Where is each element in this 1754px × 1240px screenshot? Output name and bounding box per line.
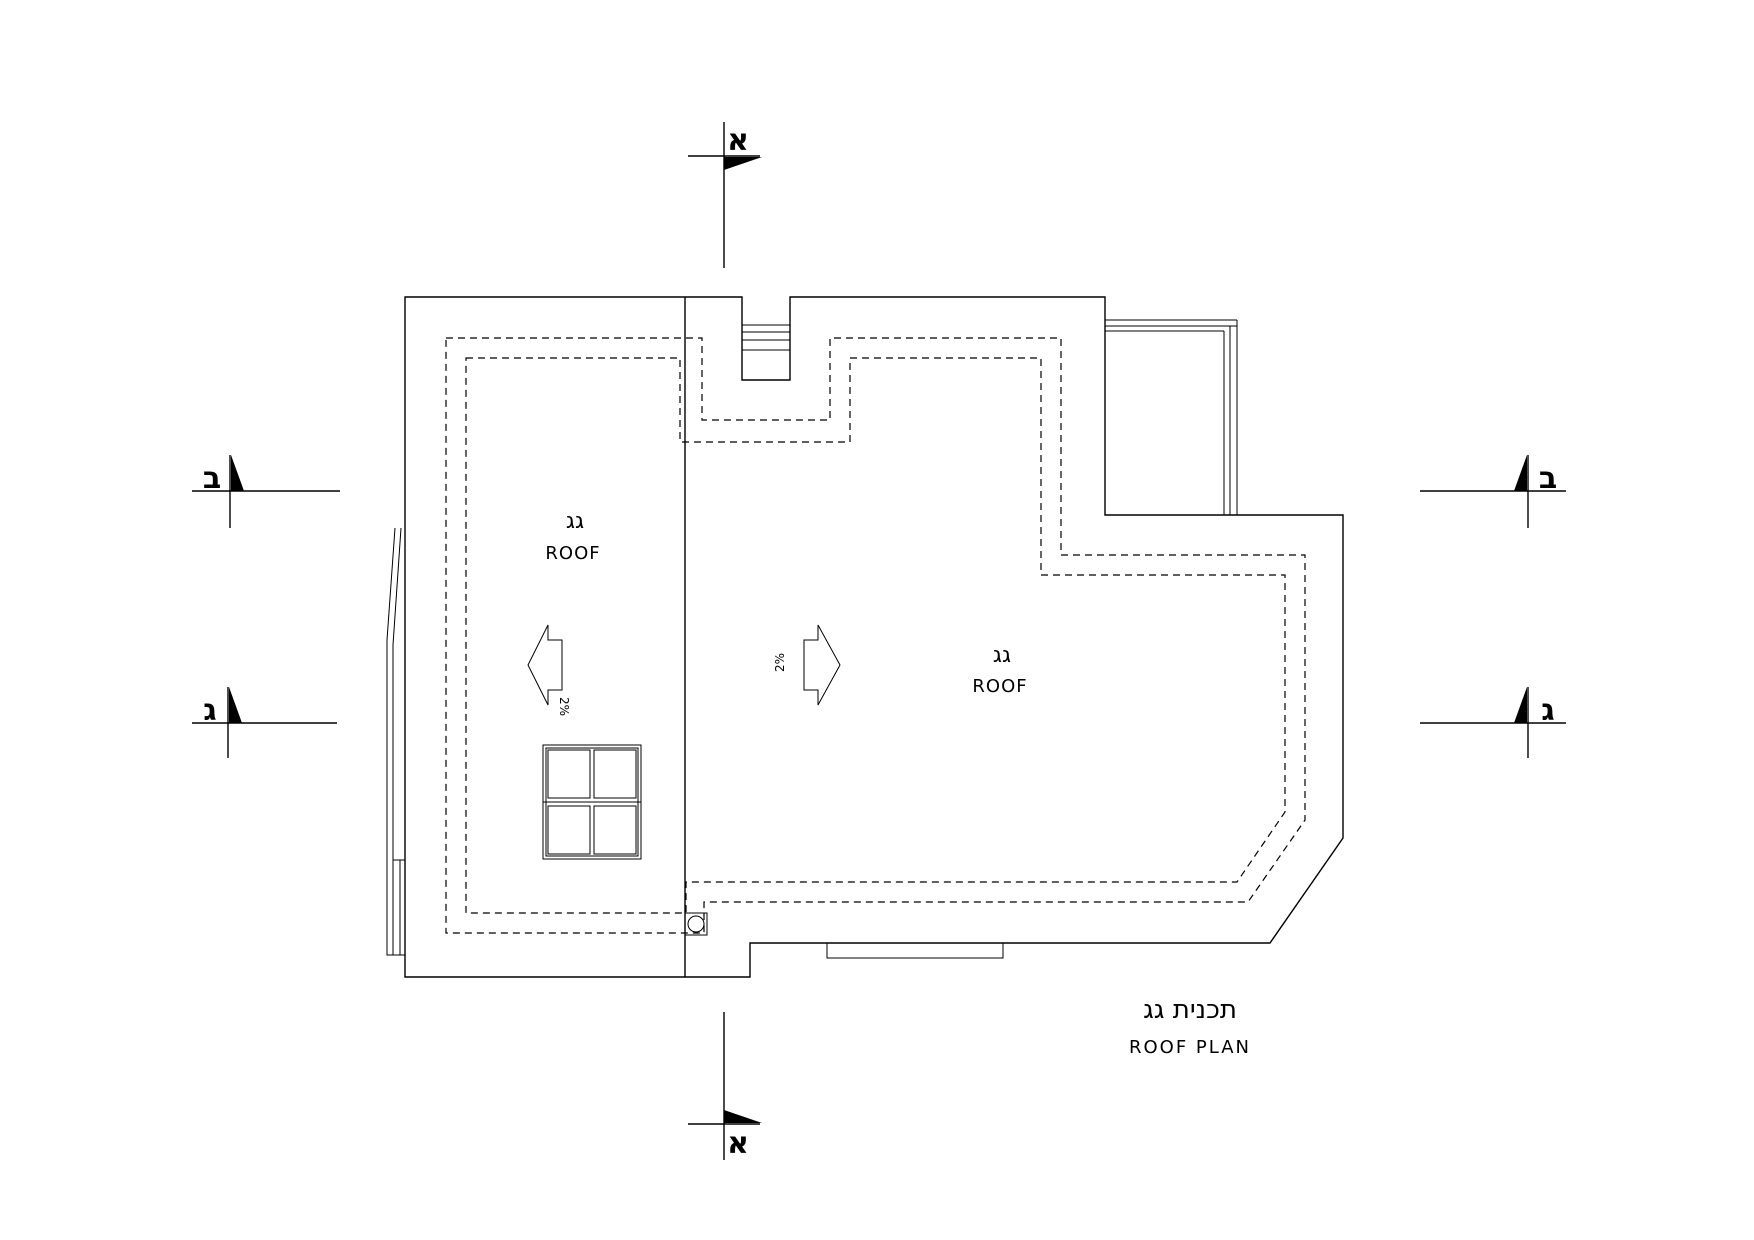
section-letter-a-top: א — [727, 123, 749, 158]
section-cut-g-left: ג — [192, 687, 337, 758]
drawing-title-hebrew: תכנית גג — [1143, 995, 1237, 1025]
section-cut-a-bottom: א — [688, 1012, 762, 1161]
slope-label-right: 2% — [773, 653, 787, 672]
bottom-threshold — [826, 943, 1004, 959]
section-letter-a-bottom: א — [727, 1126, 749, 1161]
room-label-right-hebrew: גג — [993, 643, 1011, 668]
section-cut-b-right: ב — [1420, 455, 1566, 528]
slope-arrow-left: 2% — [527, 624, 571, 716]
room-label-right-english: ROOF — [972, 676, 1027, 697]
section-cut-g-right: ג — [1420, 687, 1566, 758]
pergola-top-right — [1105, 319, 1238, 515]
room-label-left-english: ROOF — [545, 543, 600, 564]
slope-arrow-right: 2% — [773, 624, 841, 706]
room-label-left-hebrew: גג — [566, 509, 584, 534]
parapet-dashed-lines — [445, 337, 1306, 934]
section-letter-b-left: ב — [203, 461, 221, 496]
left-side-railing — [386, 527, 405, 956]
section-letter-b-right: ב — [1539, 461, 1557, 496]
building-outline — [404, 296, 1344, 978]
section-letter-g-left: ג — [203, 693, 216, 728]
skylight-icon — [542, 744, 642, 860]
roof-drain — [684, 912, 708, 936]
drawing-title-english: ROOF PLAN — [1129, 1037, 1251, 1058]
section-cut-b-left: ב — [192, 455, 340, 528]
slope-label-left: 2% — [557, 697, 571, 716]
section-cut-a-top: א — [688, 122, 762, 268]
section-letter-g-right: ג — [1541, 693, 1554, 728]
